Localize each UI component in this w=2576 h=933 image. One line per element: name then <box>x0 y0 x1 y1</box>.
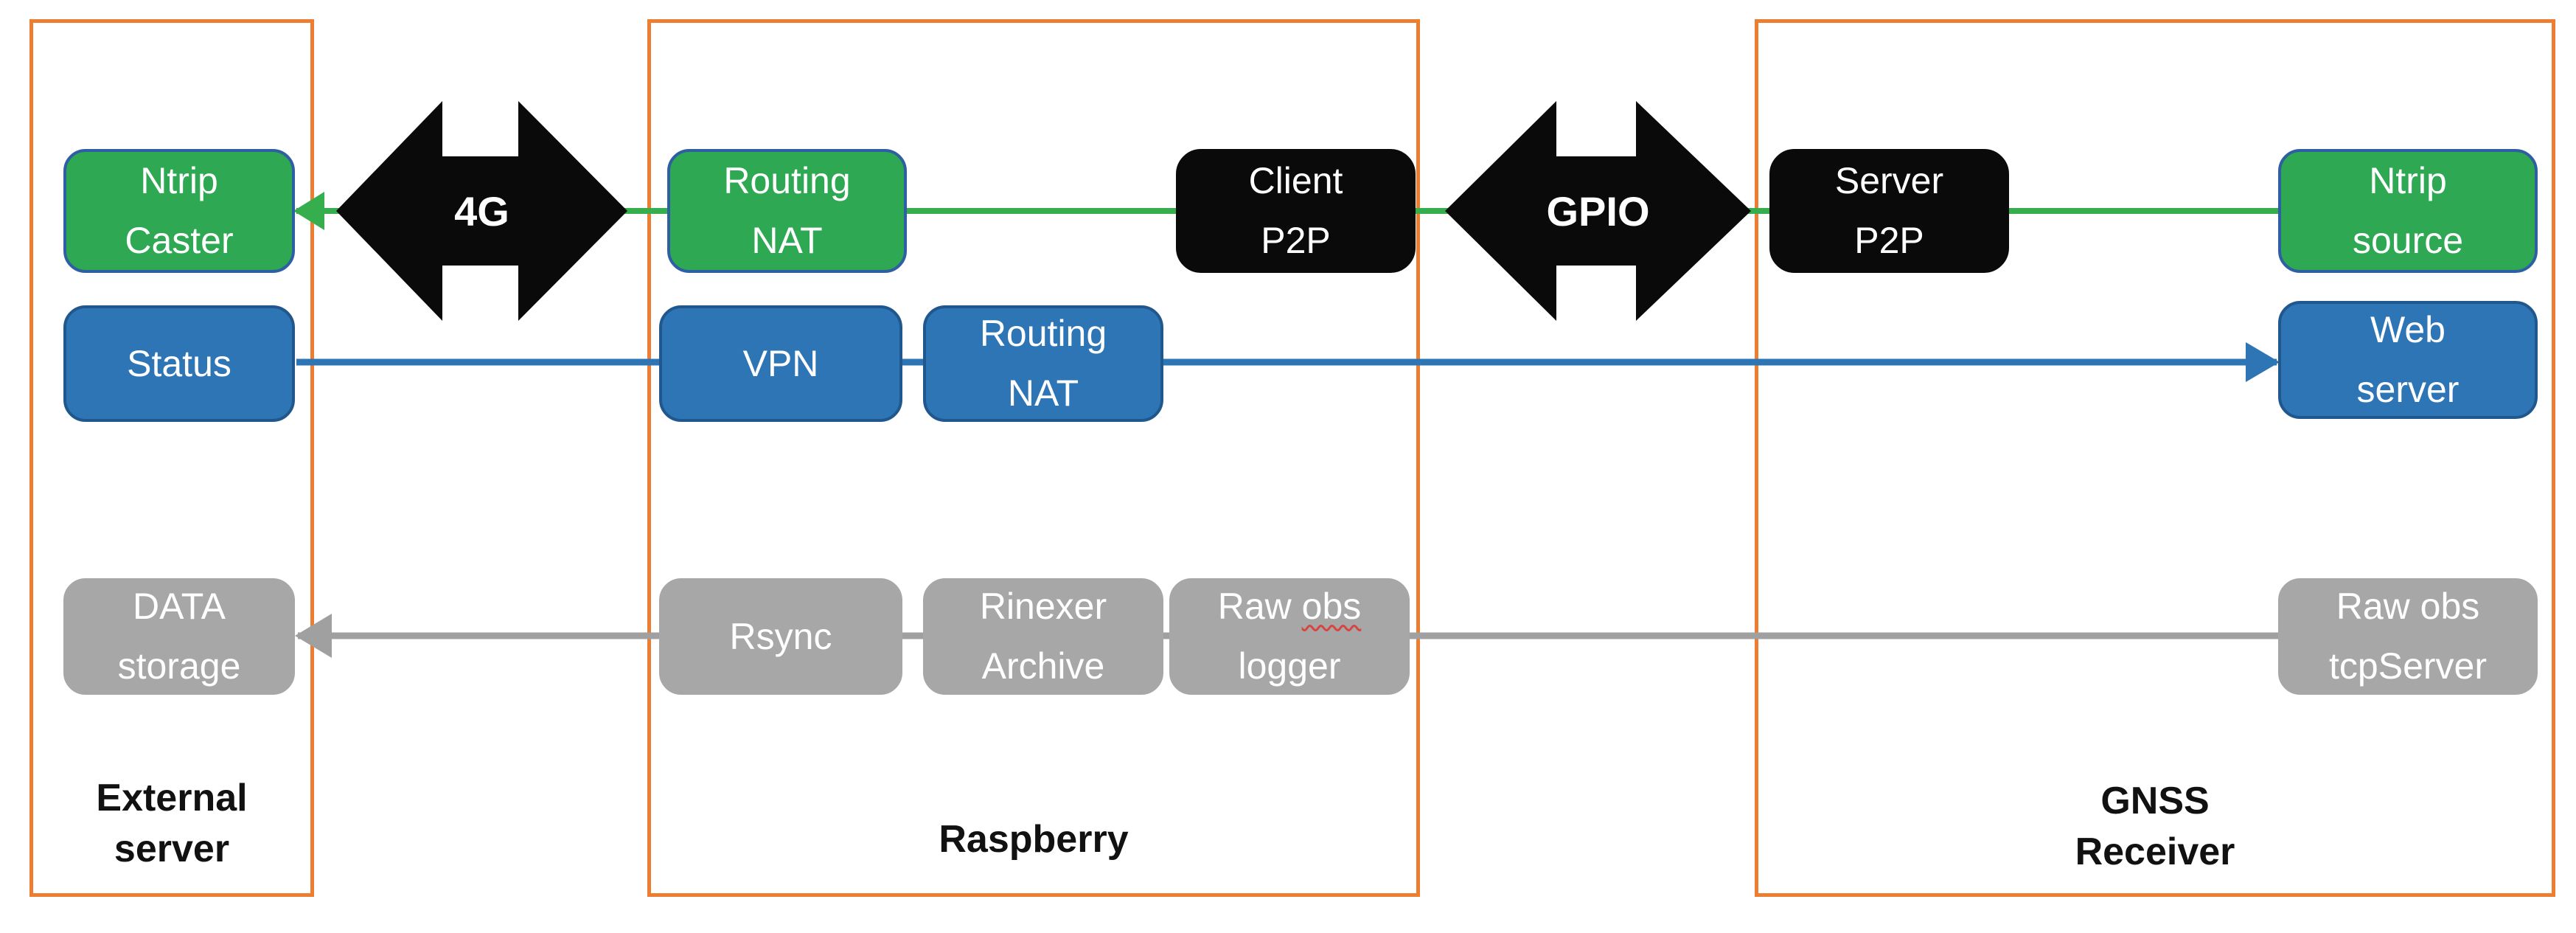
node-raw-obs-tcpserver: Raw obs tcpServer <box>2278 578 2538 695</box>
gray-arrowhead-left <box>295 614 332 658</box>
green-arrowhead-left <box>293 192 324 230</box>
node-raw-obs-logger: Raw obs logger <box>1169 578 1410 695</box>
node-rsync: Rsync <box>659 578 902 695</box>
node-routing-nat-wan: Routing NAT <box>667 149 907 273</box>
node-rinexer-archive: Rinexer Archive <box>923 578 1163 695</box>
container-raspberry <box>647 19 1420 897</box>
node-ntrip-source: Ntrip source <box>2278 149 2538 273</box>
gpio-arrow-label: GPIO <box>1546 187 1650 235</box>
raw-obs-logger-line1: Raw obs <box>1217 586 1362 627</box>
raw-obs-logger-label: Raw obs logger <box>1218 577 1362 696</box>
node-client-p2p: Client P2P <box>1176 149 1416 273</box>
label-external-server: External server <box>96 777 248 870</box>
container-external-server <box>29 19 314 897</box>
4g-double-arrow <box>336 101 627 321</box>
label-gnss-receiver: GNSS Receiver <box>2075 780 2235 873</box>
node-data-storage: DATA storage <box>63 578 295 695</box>
node-status: Status <box>63 305 295 422</box>
blue-arrowhead-right <box>2246 342 2280 382</box>
4g-arrow-label: 4G <box>454 187 509 235</box>
node-ntrip-caster: Ntrip Caster <box>63 149 295 273</box>
node-routing-nat-lan: Routing NAT <box>923 305 1163 422</box>
misspelled-word: obs <box>1301 586 1362 627</box>
label-raspberry: Raspberry <box>939 818 1129 861</box>
raw-obs-logger-line2: logger <box>1238 645 1341 687</box>
node-web-server: Web server <box>2278 301 2538 419</box>
node-server-p2p: Server P2P <box>1769 149 2009 273</box>
node-vpn: VPN <box>659 305 902 422</box>
container-gnss-receiver <box>1755 19 2555 897</box>
gpio-double-arrow <box>1445 101 1751 321</box>
